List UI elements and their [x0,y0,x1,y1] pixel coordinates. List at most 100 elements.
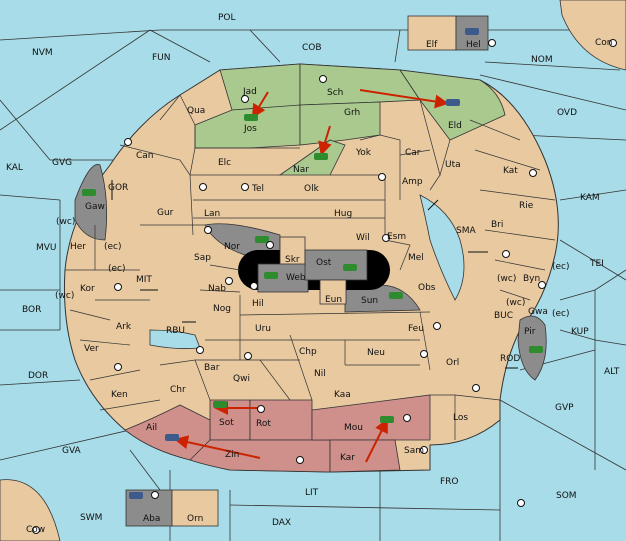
label-nil: Nil [314,369,326,379]
label-nar: Nar [293,165,309,175]
label-gvp: GVP [555,403,574,413]
label-uta: Uta [445,160,461,170]
label-orn: Orn [187,514,203,524]
label-ovd: OVD [557,108,577,118]
label-ost: Ost [316,258,332,268]
label-skr: Skr [285,255,300,265]
label-zin: Zin [225,450,239,460]
label-esm: Esm [387,232,406,242]
label-pir: Pir [524,327,536,337]
label-kat: Kat [503,166,518,176]
label-eld: Eld [448,121,462,131]
move-arrows [174,89,449,463]
region-borders [65,94,556,440]
unit-green-nar[interactable] [314,153,328,160]
unit-green-ost[interactable] [343,264,357,271]
label-car: Car [405,148,421,158]
label-web: Web [286,273,306,283]
label-lit: LIT [305,488,319,498]
label-fro: FRO [440,477,459,487]
unit-blue-eld[interactable] [446,99,460,106]
double-arrows [111,180,518,369]
label-chr: Chr [170,385,186,395]
label-qwi: Qwi [233,374,250,384]
region-orn[interactable] [171,489,219,527]
label-sap: Sap [194,253,211,263]
label-pol: POL [218,13,236,23]
label-bor: BOR [22,305,41,315]
unit-green-gaw[interactable] [82,189,96,196]
sea-boundaries [0,29,626,541]
label-kam: KAM [580,193,600,203]
label-jad: Jad [242,87,257,97]
label-wc-1: (wc) [56,217,75,227]
region-zin[interactable] [189,439,331,473]
label-hil: Hil [252,299,264,309]
unit-blue-hel[interactable] [465,28,479,35]
label-ail: Ail [146,423,157,433]
unit-green-mou[interactable] [380,416,394,423]
label-her: Her [70,242,86,252]
label-nab: Nab [208,284,226,294]
label-wil: Wil [356,233,370,243]
label-los: Los [453,413,468,423]
label-ec-2: (ec) [552,262,570,272]
region-ost[interactable] [304,249,368,281]
label-som: SOM [556,491,577,501]
label-sot: Sot [219,418,234,428]
label-uru: Uru [255,324,271,334]
label-gva: GVA [62,446,82,456]
unit-blue-aba[interactable] [129,492,143,499]
region-jad[interactable] [219,63,301,111]
unit-green-web[interactable] [264,272,278,279]
region-hel[interactable] [455,15,489,51]
region-skr[interactable] [279,236,306,268]
unit-green-pir[interactable] [529,346,543,353]
unit-blue-ail[interactable] [165,434,179,441]
label-qua: Qua [187,106,205,116]
label-aba: Aba [143,514,160,524]
label-kal: KAL [6,163,23,173]
label-mvu: MVU [36,243,57,253]
label-gur: Gur [157,208,174,218]
unit-green-jos[interactable] [244,114,258,121]
label-kor: Kor [80,284,95,294]
label-mel: Mel [408,253,424,263]
label-dax: DAX [272,518,291,528]
label-ver: Ver [84,344,99,354]
region-elf[interactable] [407,15,457,51]
region-eun[interactable] [319,279,347,305]
label-grh: Grh [344,108,360,118]
label-rbu: RBU [166,326,185,336]
label-tel: Tel [251,184,264,194]
label-rot: Rot [256,419,271,429]
channel-sma [419,194,465,301]
label-jos: Jos [243,124,257,134]
label-swm: SWM [80,513,102,523]
label-nog: Nog [213,304,231,314]
label-rod: ROD [500,354,520,364]
label-mit: MIT [136,275,152,285]
label-gaw: Gaw [85,202,105,212]
region-grh[interactable] [299,101,381,146]
units [82,28,543,499]
label-gvg: GVG [52,158,72,168]
label-kar: Kar [340,453,355,463]
unit-green-sot[interactable] [213,401,227,408]
unit-green-sun[interactable] [389,292,403,299]
region-kar[interactable] [329,439,401,473]
label-wc-3: (wc) [55,291,74,301]
label-nom: NOM [531,55,553,65]
label-sch: Sch [327,88,343,98]
label-rie: Rie [519,201,534,211]
region-gaw[interactable] [74,164,108,241]
label-hug: Hug [334,209,352,219]
label-yok: Yok [355,148,372,158]
unit-green-nor[interactable] [255,236,269,243]
label-bar: Bar [204,363,220,373]
label-chp: Chp [299,347,317,357]
label-con: Con [595,38,613,48]
label-elc: Elc [218,158,231,168]
label-olk: Olk [304,184,320,194]
label-bri: Bri [491,220,503,230]
